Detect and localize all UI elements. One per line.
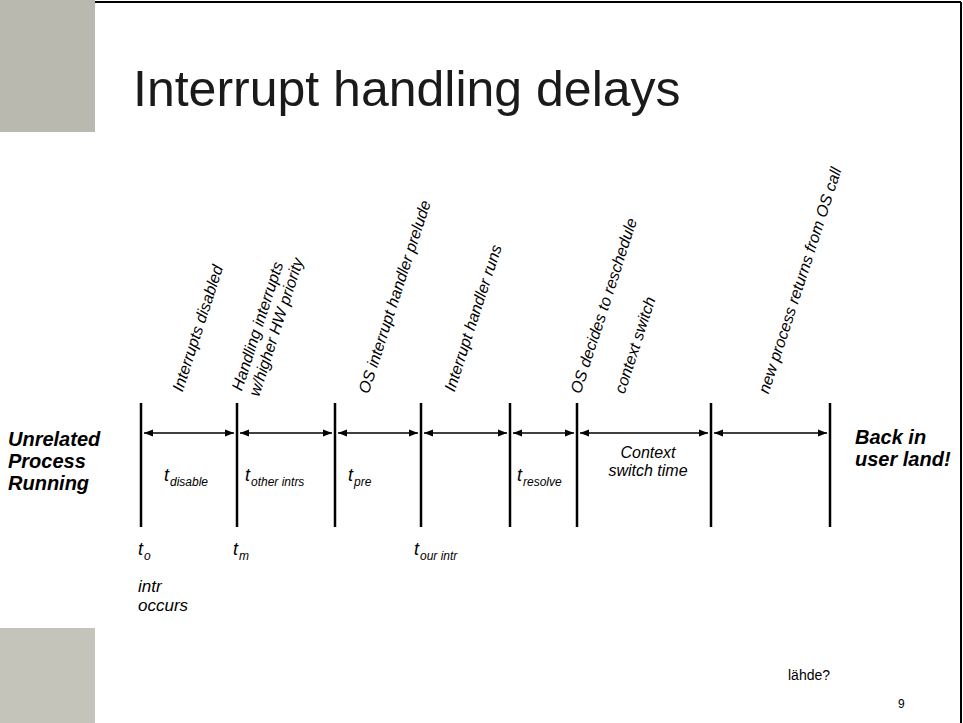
time-tick bbox=[420, 403, 423, 527]
time-tick bbox=[710, 403, 713, 527]
time-point: to bbox=[138, 540, 151, 563]
time-subscript: our intr bbox=[420, 549, 457, 563]
interval-label: Context switch time bbox=[598, 444, 698, 479]
time-subscript: disable bbox=[170, 475, 208, 489]
time-point: tour intr bbox=[414, 540, 457, 563]
time-tick bbox=[236, 403, 239, 527]
time-subscript: other intrs bbox=[251, 475, 304, 489]
time-tick bbox=[829, 403, 832, 527]
phase-label: new process returns from OS call bbox=[755, 166, 845, 396]
page-number: 9 bbox=[898, 698, 905, 711]
time-tick bbox=[576, 403, 579, 527]
time-symbol: t bbox=[164, 465, 169, 485]
slide-border bbox=[95, 1, 961, 3]
phase-label: Interrupts disabled bbox=[169, 263, 226, 394]
time-tick bbox=[334, 403, 337, 527]
phase-label: Handling interrupts w/higher HW priority bbox=[229, 225, 315, 398]
time-symbol: t bbox=[414, 539, 419, 559]
time-subscript: m bbox=[239, 549, 249, 563]
interval-arrow bbox=[424, 432, 507, 434]
side-label: Back in user land! bbox=[855, 426, 955, 470]
interval-arrow bbox=[144, 432, 234, 434]
time-symbol: t bbox=[138, 539, 143, 559]
event-label: intr occurs bbox=[138, 578, 208, 615]
time-point: tm bbox=[233, 540, 249, 563]
phase-label: context switch bbox=[611, 295, 659, 396]
gear-image bbox=[0, 628, 95, 723]
time-tick bbox=[140, 403, 143, 527]
time-symbol: t bbox=[517, 465, 522, 485]
interval-arrow bbox=[338, 432, 418, 434]
phase-label: OS interrupt handler prelude bbox=[355, 199, 434, 396]
time-tick bbox=[509, 403, 512, 527]
slide-title: Interrupt handling delays bbox=[133, 62, 681, 117]
time-symbol: t bbox=[348, 465, 353, 485]
slide-border bbox=[960, 2, 962, 723]
time-subscript: resolve bbox=[523, 475, 562, 489]
interval-arrow bbox=[240, 432, 332, 434]
interval-label: tresolve bbox=[517, 466, 562, 489]
interval-label: tdisable bbox=[164, 466, 208, 489]
side-label: Unrelated Process Running bbox=[8, 428, 133, 494]
note: lähde? bbox=[788, 668, 830, 683]
phase-label: Interrupt handler runs bbox=[441, 243, 505, 394]
gear-image bbox=[0, 0, 95, 132]
time-subscript: o bbox=[144, 549, 151, 563]
time-subscript: pre bbox=[354, 475, 371, 489]
time-symbol: t bbox=[233, 539, 238, 559]
interval-label: tpre bbox=[348, 466, 371, 489]
interval-arrow bbox=[714, 432, 827, 434]
time-symbol: t bbox=[245, 465, 250, 485]
interval-label: tother intrs bbox=[245, 466, 304, 489]
interval-arrow bbox=[580, 432, 708, 434]
interval-arrow bbox=[513, 432, 574, 434]
